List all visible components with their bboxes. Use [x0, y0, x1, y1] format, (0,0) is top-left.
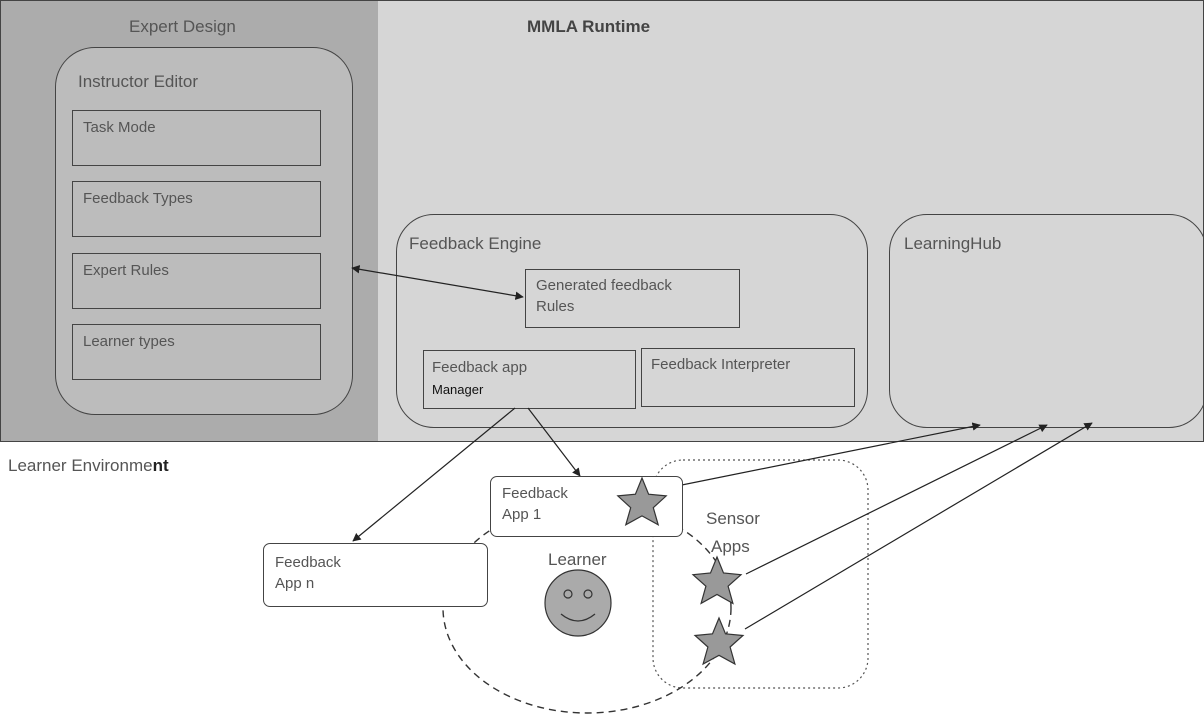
generated-feedback-rules-box: Generated feedback Rules	[525, 269, 740, 328]
manager-to-app-n-arrow	[352, 407, 516, 542]
feedback-types-label: Feedback Types	[83, 190, 193, 207]
task-mode-label: Task Mode	[83, 119, 156, 136]
learner-environment-title-part1: Learner Environme	[8, 456, 153, 475]
mmla-runtime-title: MMLA Runtime	[527, 17, 651, 36]
feedback-app-manager-box: Feedback app Manager	[423, 350, 636, 409]
learner-environment-title-part2: nt	[152, 456, 169, 475]
learner-types-box: Learner types	[72, 324, 321, 380]
feedback-app-n-line2: App n	[275, 575, 315, 592]
mmla-runtime-panel: MMLA Runtime Feedback Engine Generated f…	[378, 0, 1204, 442]
learner-label: Learner	[548, 550, 607, 569]
feedback-types-box: Feedback Types	[72, 181, 321, 237]
sensor-apps-region	[652, 459, 869, 689]
expert-design-title: Expert Design	[129, 17, 236, 36]
rules-sync-arrow	[351, 265, 524, 300]
feedback-app-1-line1: Feedback	[502, 485, 568, 502]
expert-rules-label: Expert Rules	[83, 262, 169, 279]
star1-to-hub-arrow	[651, 422, 981, 492]
instructor-editor: Instructor Editor Task Mode Feedback Typ…	[55, 47, 353, 415]
feedback-interpreter-label: Feedback Interpreter	[651, 356, 791, 373]
star3-to-hub-arrow	[744, 422, 1093, 630]
expert-rules-box: Expert Rules	[72, 253, 321, 309]
sensor-star-icon	[693, 616, 745, 666]
sensor-apps-line1: Sensor	[706, 509, 760, 528]
sensor-star-icon	[691, 555, 743, 605]
feedback-app-n-line1: Feedback	[275, 554, 341, 571]
learner-environment-title: Learner Environment	[8, 456, 169, 476]
sensor-star-icon	[616, 476, 668, 527]
instructor-editor-title: Instructor Editor	[78, 72, 198, 91]
expert-design-panel: Expert Design Instructor Editor Task Mod…	[0, 0, 380, 442]
learner-types-label: Learner types	[83, 333, 175, 350]
feedback-engine: Feedback Engine Generated feedback Rules…	[396, 214, 868, 428]
generated-rules-line1: Generated feedback	[536, 277, 672, 294]
feedback-app-1-line2: App 1	[502, 506, 542, 523]
feedback-app-manager-line2: Manager	[432, 382, 484, 397]
manager-to-app-1-arrow	[527, 407, 581, 477]
feedback-app-manager-line1: Feedback app	[432, 359, 528, 376]
generated-rules-line2: Rules	[536, 298, 575, 315]
task-mode-box: Task Mode	[72, 110, 321, 166]
feedback-app-1-box: Feedback App 1	[490, 476, 683, 537]
sensor-apps-line2: Apps	[711, 537, 750, 556]
learner-face-icon	[544, 569, 612, 637]
star2-to-hub-arrow	[745, 424, 1048, 575]
learninghub-title: LearningHub	[904, 234, 1002, 253]
feedback-engine-title: Feedback Engine	[409, 234, 542, 253]
feedback-interpreter-box: Feedback Interpreter	[641, 348, 855, 407]
feedback-app-n-box: Feedback App n	[263, 543, 488, 607]
